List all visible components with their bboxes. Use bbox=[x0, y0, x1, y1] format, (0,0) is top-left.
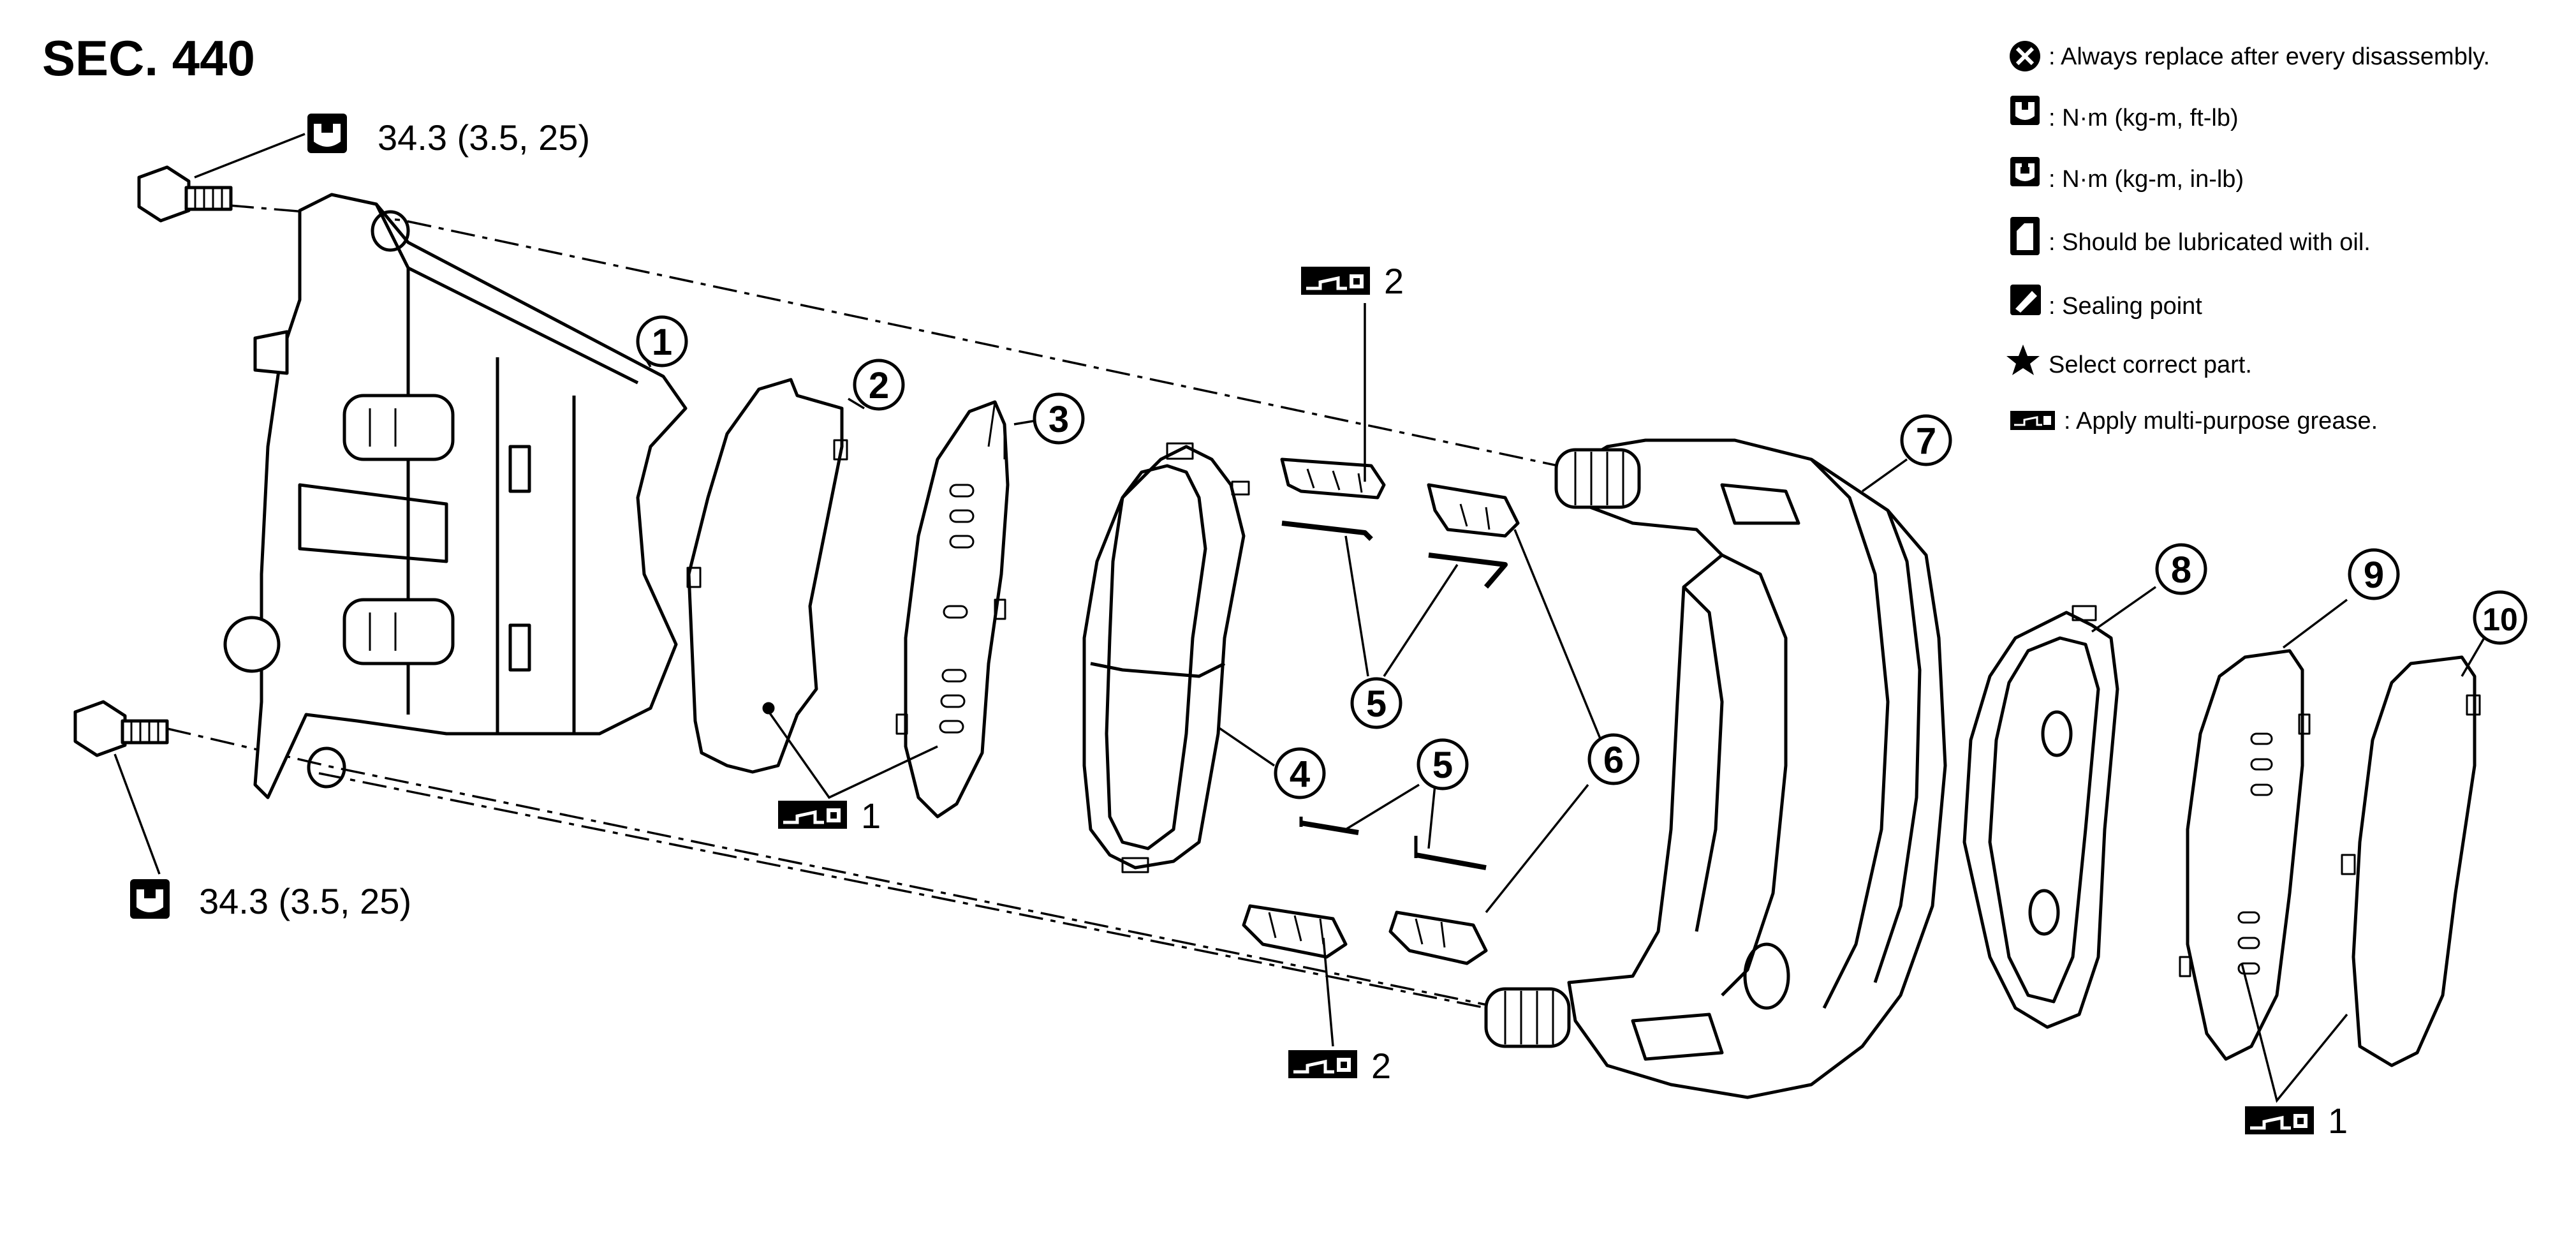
centerline-upper bbox=[229, 204, 1589, 473]
inner-shim bbox=[895, 400, 1010, 819]
callout-4: 4 bbox=[1274, 747, 1326, 799]
legend-text-ft-lb: : N·m (kg-m, ft-lb) bbox=[2049, 105, 2239, 131]
callout-6: 6 bbox=[1587, 733, 1640, 785]
outer-shim bbox=[2179, 649, 2311, 1061]
legend: : Always replace after every disassembly… bbox=[2006, 41, 2490, 434]
svg-text:5: 5 bbox=[1432, 745, 1453, 786]
callout-leader-2 bbox=[848, 397, 865, 410]
svg-text:2: 2 bbox=[869, 365, 889, 406]
grease-leader-left-pad bbox=[767, 710, 938, 799]
svg-text:5: 5 bbox=[1366, 683, 1387, 725]
callout-3: 3 bbox=[1033, 392, 1085, 445]
torque-spec-lower: 34.3 (3.5, 25) bbox=[199, 881, 411, 921]
callout-1: 1 bbox=[636, 315, 688, 367]
svg-text:1: 1 bbox=[652, 322, 672, 363]
legend-text-grease: : Apply multi-purpose grease. bbox=[2064, 408, 2378, 434]
callout-leader-10 bbox=[2461, 637, 2485, 677]
legend-text-select-part: Select correct part. bbox=[2049, 352, 2252, 378]
star-icon bbox=[2006, 345, 2040, 375]
callout-8: 8 bbox=[2155, 543, 2207, 595]
callout-10: 10 bbox=[2473, 590, 2528, 645]
svg-text:8: 8 bbox=[2171, 549, 2191, 591]
torque-ft-lb-icon bbox=[2010, 96, 2040, 125]
callout-leader-4 bbox=[1218, 726, 1275, 767]
callout-leader-9 bbox=[2282, 598, 2348, 649]
pad-spring-upper bbox=[1281, 521, 1508, 589]
oil-lubrication-icon bbox=[2010, 217, 2040, 255]
legend-text-oil: : Should be lubricated with oil. bbox=[2049, 229, 2371, 256]
torque-member bbox=[1567, 438, 1947, 1099]
callout-2: 2 bbox=[853, 359, 905, 411]
pad-spring-lower bbox=[1299, 817, 1487, 870]
outer-shim-cover bbox=[2341, 655, 2481, 1067]
caliper-bolt-lower bbox=[73, 700, 169, 757]
replace-after-disassembly-icon bbox=[2010, 41, 2040, 71]
caliper-bolt-upper bbox=[137, 165, 233, 223]
grease-icon bbox=[778, 801, 847, 829]
svg-text:10: 10 bbox=[2482, 602, 2518, 637]
svg-text:7: 7 bbox=[1916, 420, 1936, 462]
centerline-lower-pin bbox=[318, 772, 1550, 1022]
callout-leader-7 bbox=[1861, 458, 1908, 493]
inner-shim-cover bbox=[686, 378, 848, 774]
outer-brake-pad bbox=[1962, 605, 2119, 1029]
torque-ft-lb-icon bbox=[307, 114, 347, 153]
svg-text:4: 4 bbox=[1290, 753, 1310, 795]
svg-text:9: 9 bbox=[2364, 554, 2384, 596]
grease-icon bbox=[2010, 411, 2055, 430]
inner-brake-pad bbox=[1082, 442, 1250, 873]
grease-leader-bottom bbox=[1322, 937, 1334, 1047]
grease-icon bbox=[1301, 267, 1370, 295]
torque-ft-lb-icon bbox=[130, 879, 170, 919]
grease-leader-right-pad bbox=[2241, 963, 2348, 1103]
cylinder-body bbox=[223, 193, 688, 799]
legend-text-in-lb: : N·m (kg-m, in-lb) bbox=[2049, 166, 2244, 193]
sealing-point-icon bbox=[2010, 285, 2041, 315]
svg-text:6: 6 bbox=[1603, 739, 1624, 781]
grease-icon bbox=[2245, 1106, 2314, 1134]
section-title: SEC. 440 bbox=[42, 30, 255, 86]
callout-leader-3 bbox=[1013, 420, 1034, 426]
grease-count-top: 2 bbox=[1384, 261, 1404, 301]
torque-leader-lower bbox=[114, 753, 161, 875]
slide-pin-boot-lower bbox=[1484, 987, 1571, 1048]
grease-count-right-pad: 1 bbox=[2328, 1101, 2348, 1141]
legend-text-sealing: : Sealing point bbox=[2049, 293, 2202, 320]
callout-leader-8 bbox=[2091, 586, 2157, 633]
callout-leader-6 bbox=[1485, 529, 1602, 914]
svg-text:3: 3 bbox=[1049, 399, 1069, 440]
pad-retainer-upper bbox=[1280, 457, 1520, 538]
callout-7: 7 bbox=[1900, 414, 1952, 466]
legend-text-replace: : Always replace after every disassembly… bbox=[2049, 43, 2490, 70]
torque-in-lb-icon bbox=[2010, 157, 2040, 186]
pad-retainer-lower bbox=[1242, 904, 1488, 965]
callout-leader-5b bbox=[1345, 783, 1436, 849]
grease-icon bbox=[1288, 1050, 1357, 1078]
centerline-lower bbox=[166, 727, 1519, 1013]
torque-spec-upper: 34.3 (3.5, 25) bbox=[378, 117, 590, 158]
torque-leader-upper bbox=[194, 133, 305, 179]
slide-pin-boot-upper bbox=[1554, 448, 1641, 509]
grease-count-bottom: 2 bbox=[1371, 1046, 1391, 1086]
callout-9: 9 bbox=[2348, 548, 2400, 600]
callout-5-upper: 5 bbox=[1350, 677, 1402, 729]
callout-5-lower: 5 bbox=[1417, 738, 1469, 790]
grease-count-left-pad: 1 bbox=[861, 796, 881, 836]
callout-leader-5a bbox=[1344, 535, 1459, 677]
